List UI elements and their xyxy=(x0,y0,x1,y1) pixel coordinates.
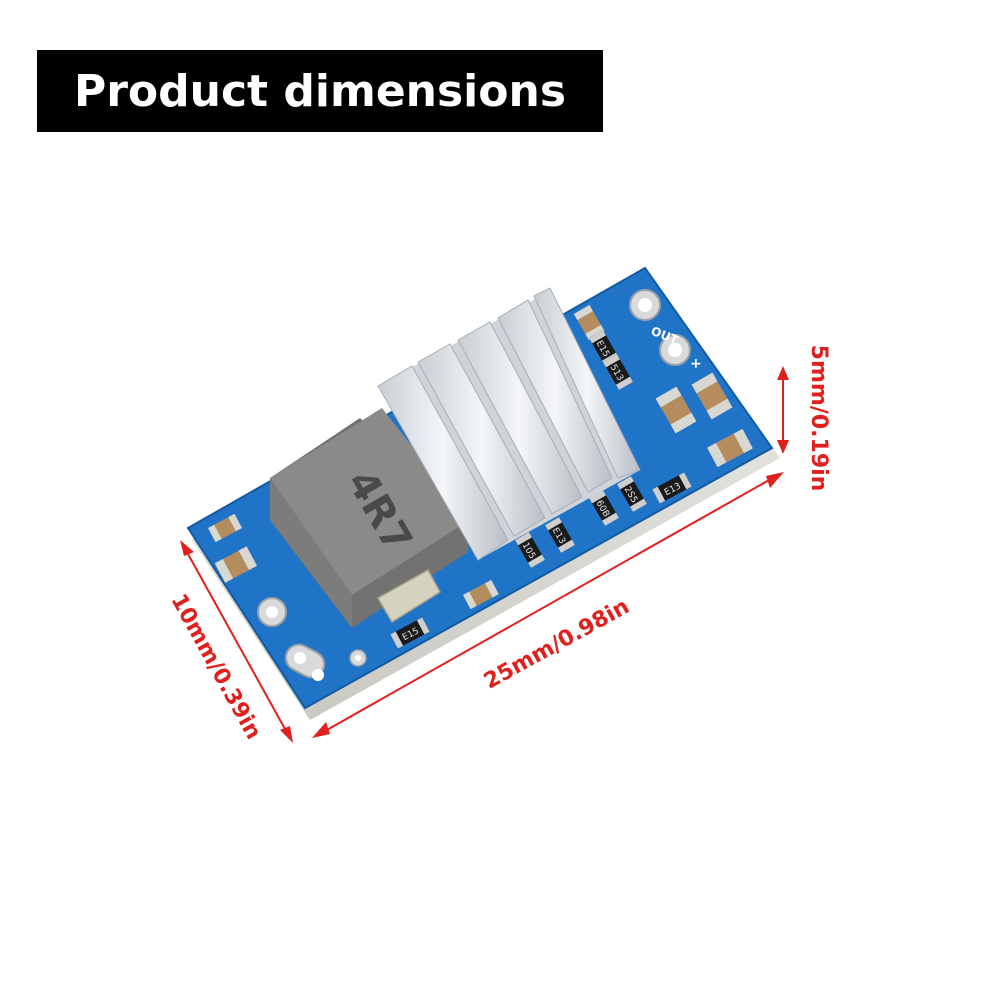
heatsink-fin-3 xyxy=(457,321,583,515)
resistors: E15 E15 513 105 E13 xyxy=(390,330,692,649)
dimension-height: 5mm/0.19in xyxy=(777,345,831,492)
heatsink-fin-4 xyxy=(497,299,613,493)
capacitors xyxy=(208,305,753,610)
output-pads: OUT + xyxy=(629,289,702,372)
title-banner: Product dimensions xyxy=(37,50,603,132)
heatsink-fin-1 xyxy=(377,365,509,561)
page-title: Product dimensions xyxy=(73,65,567,117)
plus-silkscreen: + xyxy=(690,356,702,372)
input-pads xyxy=(257,597,367,681)
heatsink-fin-5 xyxy=(533,287,641,479)
inductor: 4R7 xyxy=(270,408,470,628)
height-dimension-label: 5mm/0.19in xyxy=(806,345,831,492)
heatsink-fin-2 xyxy=(417,343,546,537)
heatsink xyxy=(377,287,641,561)
